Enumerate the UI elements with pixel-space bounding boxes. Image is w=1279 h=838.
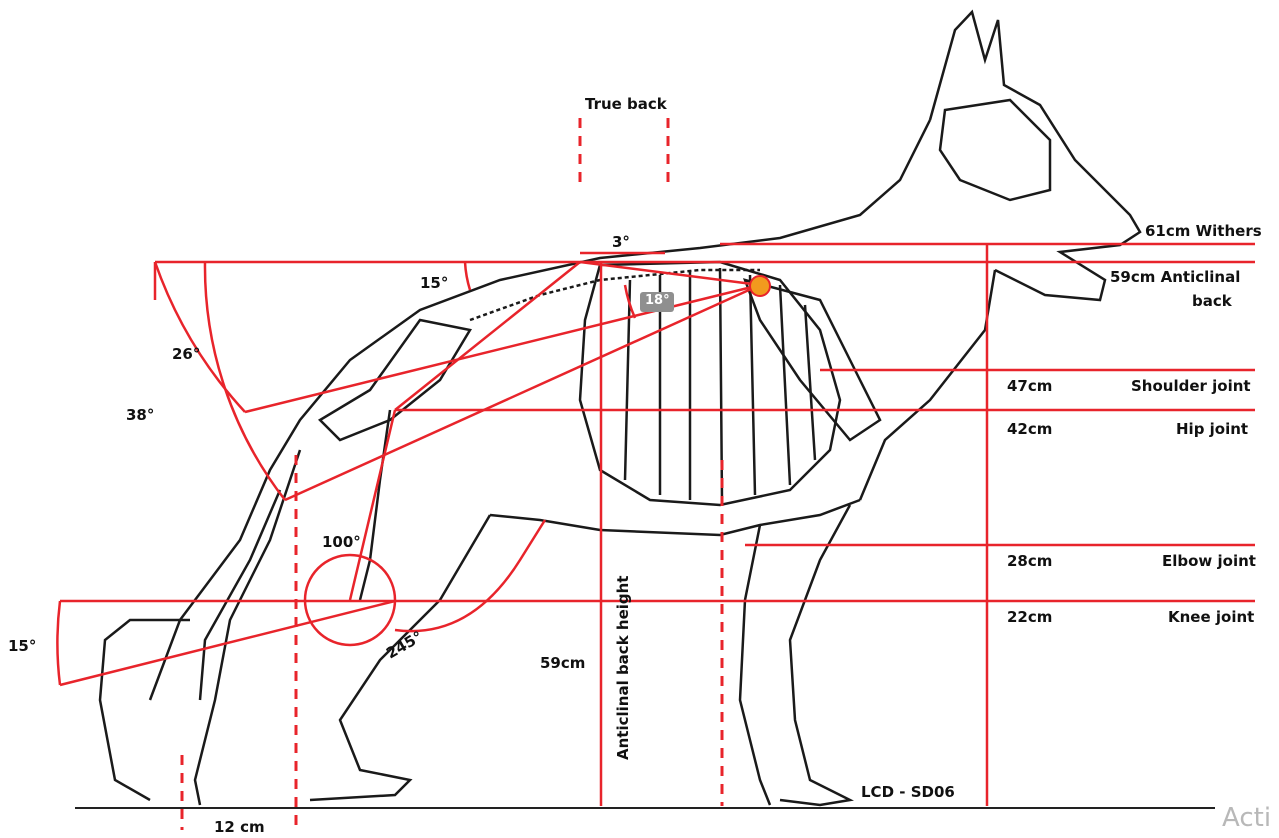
- back-height-label: Anticlinal back height: [614, 576, 632, 760]
- knee-value: 22cm: [1007, 608, 1052, 626]
- shoulder-value: 47cm: [1007, 377, 1052, 395]
- measurement-lines: [57, 244, 1255, 806]
- shoulder-label: Shoulder joint: [1131, 377, 1251, 395]
- angle-15-top: 15°: [420, 274, 448, 292]
- back-height-value: 59cm: [540, 654, 585, 672]
- angle-100: 100°: [322, 533, 361, 551]
- anticlinal-point: [750, 276, 770, 296]
- dashed-lines: [182, 118, 722, 830]
- true-back-label: True back: [585, 95, 667, 113]
- elbow-value: 28cm: [1007, 552, 1052, 570]
- hip-value: 42cm: [1007, 420, 1052, 438]
- angle-3: 3°: [612, 233, 630, 251]
- credit-label: LCD - SD06: [861, 783, 955, 801]
- hip-label: Hip joint: [1176, 420, 1248, 438]
- angle-18: 18°: [645, 293, 670, 308]
- withers-label: 61cm Withers: [1145, 222, 1262, 240]
- watermark: Acti: [1222, 803, 1271, 833]
- anticlinal-back-label-1: 59cm Anticlinal: [1110, 268, 1240, 286]
- angle-15-left: 15°: [8, 637, 36, 655]
- elbow-label: Elbow joint: [1162, 552, 1256, 570]
- anticlinal-back-label-2: back: [1192, 292, 1232, 310]
- angle-26: 26°: [172, 345, 200, 363]
- foot-offset-label: 12 cm: [214, 818, 265, 836]
- knee-label: Knee joint: [1168, 608, 1254, 626]
- angle-38: 38°: [126, 406, 154, 424]
